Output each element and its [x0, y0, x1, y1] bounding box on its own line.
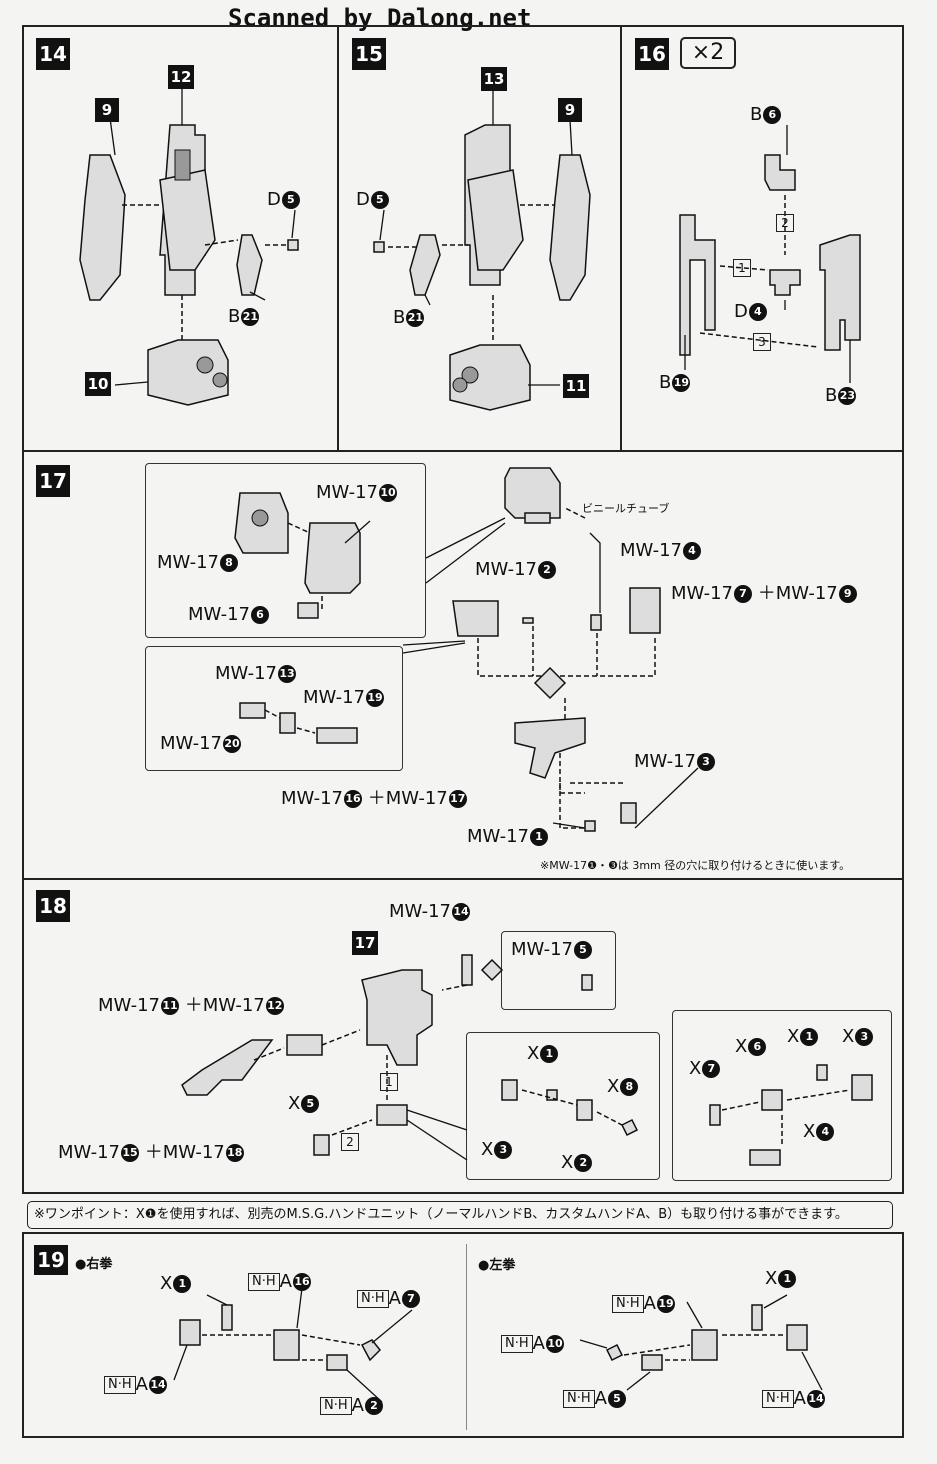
step-18-illustration	[181, 954, 873, 1166]
step-number-18: 18	[36, 890, 70, 922]
divider-19	[466, 1244, 467, 1430]
step-19-illustration	[173, 1287, 823, 1403]
seq-1: 1	[733, 257, 751, 277]
step-15-illustration	[373, 90, 591, 411]
x-assembly-box-b	[672, 1010, 892, 1181]
step-17-illustration	[234, 467, 699, 832]
step-16-illustration	[679, 125, 861, 383]
part-label-9: 9	[95, 98, 119, 122]
left-fist-heading: ●左拳	[478, 1258, 516, 1273]
multiplier-badge: ×2	[680, 37, 736, 69]
step-17-note: ※MW-17❶・❸は 3mm 径の穴に取り付けるときに使います。	[540, 859, 851, 872]
part-label-11: 11	[563, 374, 589, 398]
part-label-9b: 9	[558, 98, 582, 122]
step-number-19: 19	[34, 1245, 68, 1275]
watermark: Scanned by Dalong.net	[228, 4, 532, 32]
onepoint-note: ※ワンポイント：X❶を使用すれば、別売のM.S.G.ハンドユニット（ノーマルハン…	[27, 1201, 893, 1229]
x-assembly-box-a	[466, 1032, 660, 1180]
step-number-17: 17	[36, 465, 70, 497]
part-label-13: 13	[481, 67, 507, 91]
part-label-12: 12	[168, 65, 194, 89]
seq-2: 2	[776, 212, 794, 232]
tube-label: ビニールチューブ	[582, 502, 670, 515]
step-19-frame	[22, 1232, 904, 1438]
divider-15-16	[620, 25, 622, 452]
seq-3: 3	[753, 331, 771, 351]
step-18-frame	[22, 878, 904, 1194]
sub-assembly-box-a	[145, 463, 426, 638]
part-label-10: 10	[85, 372, 111, 396]
divider-14-15	[337, 25, 339, 452]
seq-18-1: 1	[380, 1071, 398, 1091]
ref-step-17: 17	[352, 931, 378, 955]
step-14-illustration	[79, 70, 299, 406]
step-number-15: 15	[352, 38, 386, 70]
right-fist-heading: ●右拳	[75, 1257, 113, 1272]
step-number-14: 14	[36, 38, 70, 70]
step-number-16: 16	[635, 38, 669, 70]
sub-assembly-box-b	[145, 646, 403, 771]
seq-18-2: 2	[341, 1131, 359, 1151]
